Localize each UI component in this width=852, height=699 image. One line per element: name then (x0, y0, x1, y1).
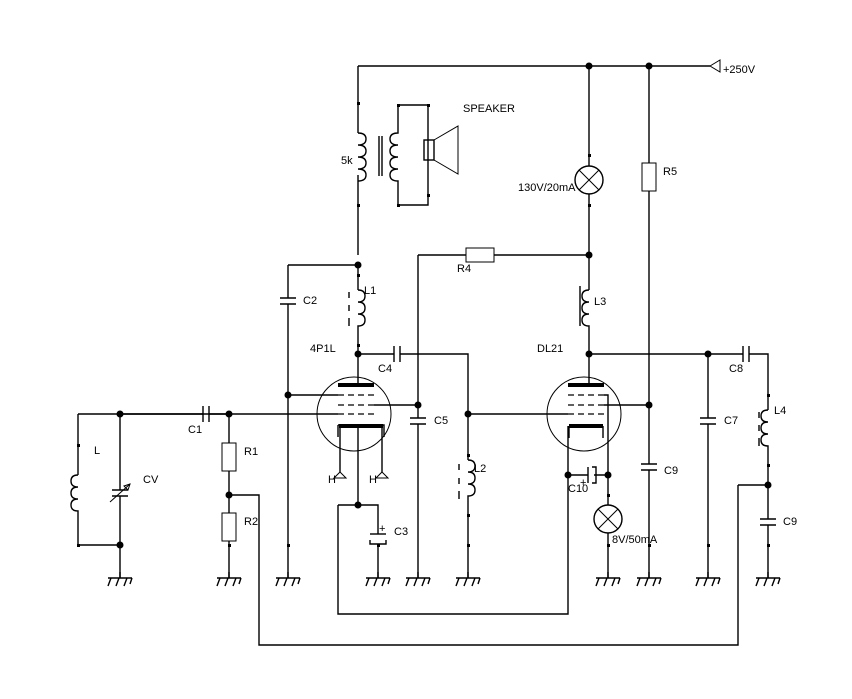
c3-polarity: + (379, 523, 385, 535)
supply-terminal-icon (709, 59, 721, 73)
tube-v1-4p1l: H H (120, 354, 418, 505)
ground-symbols (107, 572, 781, 587)
supply-rail: +250V (358, 59, 756, 76)
l3-label: L3 (594, 296, 606, 308)
ground-icon (107, 572, 133, 587)
c2-label: C2 (303, 295, 317, 307)
c3-label: C3 (394, 526, 408, 538)
r2-label: R2 (244, 516, 258, 528)
l1-branch: L1 4P1L (288, 261, 376, 358)
c4-label: C4 (378, 363, 392, 375)
lamp-heater-branch: 8V/50mA (593, 475, 658, 578)
r5-label: R5 (663, 166, 677, 178)
ground-icon (405, 572, 431, 587)
capacitor-c3: + C3 (337, 475, 569, 615)
cv-label: CV (143, 474, 159, 486)
l-label: L (94, 445, 100, 457)
l1-label: L1 (364, 285, 376, 297)
capacitor-c5-r4: C5 R4 (410, 247, 593, 578)
capacitor-c4: C4 (358, 346, 469, 414)
c10-label: C10 (568, 483, 588, 495)
capacitor-c7: C7 (700, 354, 738, 578)
speaker-label: SPEAKER (463, 103, 515, 115)
ground-icon (636, 572, 662, 587)
output-transformer: 5k (341, 66, 430, 255)
ground-icon (455, 572, 481, 587)
grid-input: C1 R1 R2 (120, 406, 258, 578)
capacitor-c2: C2 (280, 265, 317, 578)
r4-label: R4 (457, 263, 471, 275)
lamp-anode-branch: 130V/20mA L3 DL21 (518, 66, 769, 390)
supply-voltage-label: +250V (723, 64, 756, 76)
inductor-l2: L2 (458, 410, 550, 578)
transformer-impedance-label: 5k (341, 155, 353, 167)
c9-label-a: C9 (664, 465, 678, 477)
c1-label: C1 (188, 424, 202, 436)
l2-label: L2 (474, 463, 486, 475)
ground-icon (695, 572, 721, 587)
resistor-r5-branch: R5 C9 (641, 66, 678, 578)
output-filter: C8 L4 C9 (228, 346, 797, 646)
tube-v2-dl21 (546, 354, 649, 475)
lamp-anode-label: 130V/20mA (518, 182, 576, 194)
c9-label-b: C9 (783, 516, 797, 528)
c5-label: C5 (434, 415, 448, 427)
ground-icon (755, 572, 781, 587)
ground-icon (365, 572, 391, 587)
c7-label: C7 (724, 415, 738, 427)
lamp-heater-label: 8V/50mA (612, 534, 658, 546)
c10-polarity: + (580, 477, 586, 489)
ground-icon (595, 572, 621, 587)
capacitor-c10: + C10 (564, 466, 612, 495)
l4-label: L4 (774, 405, 786, 417)
ground-icon (216, 572, 242, 587)
c8-label: C8 (729, 363, 743, 375)
heater-label-1: H (328, 474, 336, 486)
tube-v2-label: DL21 (537, 343, 563, 355)
tube-v1-label: 4P1L (310, 343, 336, 355)
input-tank: L CV (70, 410, 159, 578)
heater-label-2: H (369, 474, 377, 486)
ground-icon (275, 572, 301, 587)
variable-arrow-icon (109, 483, 131, 503)
speaker-icon: SPEAKER (423, 103, 515, 175)
r1-label: R1 (244, 446, 258, 458)
